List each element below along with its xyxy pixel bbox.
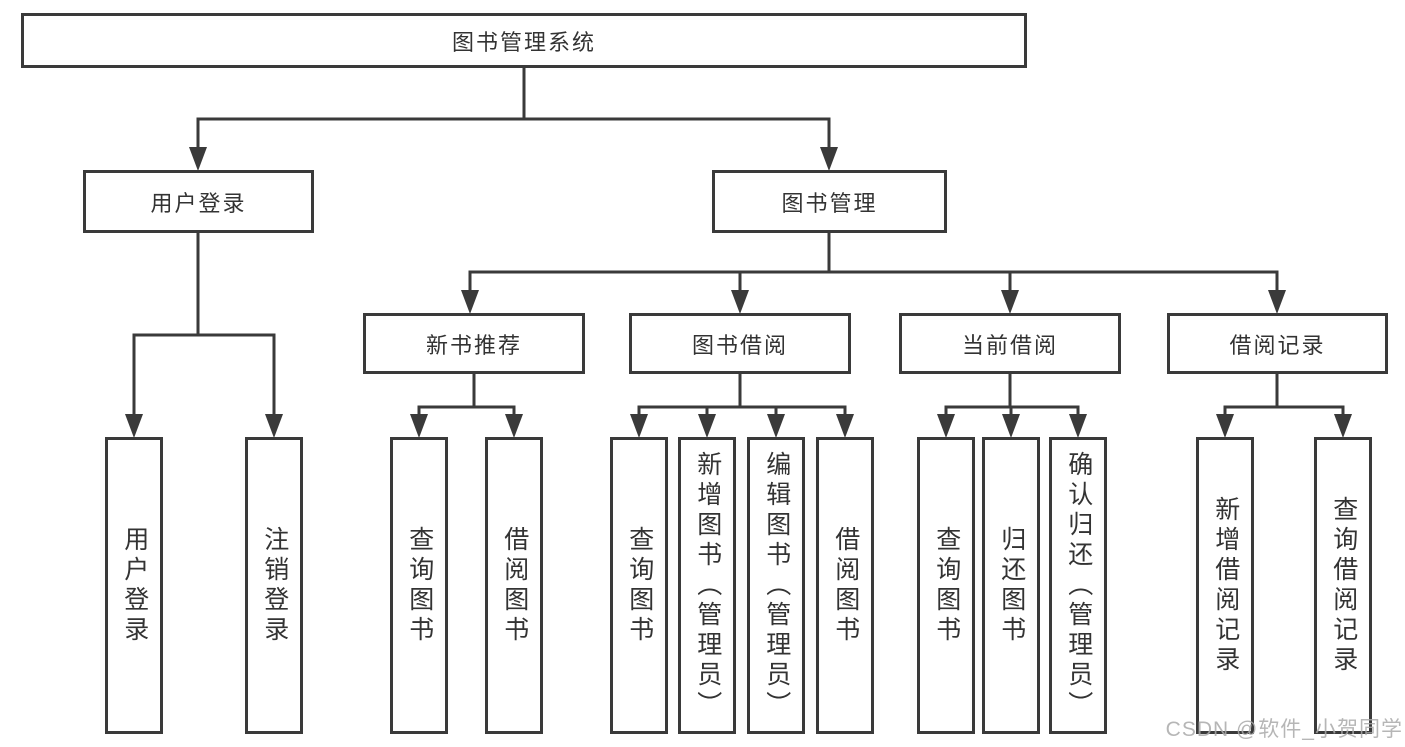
node-book-management: 图书管理 [712,170,947,233]
node-new-book-recommend: 新书推荐 [363,313,585,374]
leaf-edit-book-admin: 编辑图书（管理员） [747,437,805,734]
leaf-borrow-book-recommend: 借阅图书 [485,437,543,734]
leaf-query-book-borrow: 查询图书 [610,437,668,734]
leaf-confirm-return-admin: 确认归还（管理员） [1049,437,1107,734]
leaf-add-book-admin: 新增图书（管理员） [678,437,736,734]
leaf-return-book: 归还图书 [982,437,1040,734]
node-root-system: 图书管理系统 [21,13,1027,68]
leaf-query-borrow-record: 查询借阅记录 [1314,437,1372,734]
leaf-add-borrow-record: 新增借阅记录 [1196,437,1254,734]
leaf-logout: 注销登录 [245,437,303,734]
node-current-borrow: 当前借阅 [899,313,1121,374]
leaf-query-book-recommend: 查询图书 [390,437,448,734]
leaf-query-book-current: 查询图书 [917,437,975,734]
leaf-user-login: 用户登录 [105,437,163,734]
leaf-borrow-book: 借阅图书 [816,437,874,734]
csdn-watermark: CSDN @软件_小贺同学 [1165,718,1403,741]
node-book-borrow: 图书借阅 [629,313,851,374]
node-user-login: 用户登录 [83,170,314,233]
node-borrow-record: 借阅记录 [1167,313,1388,374]
